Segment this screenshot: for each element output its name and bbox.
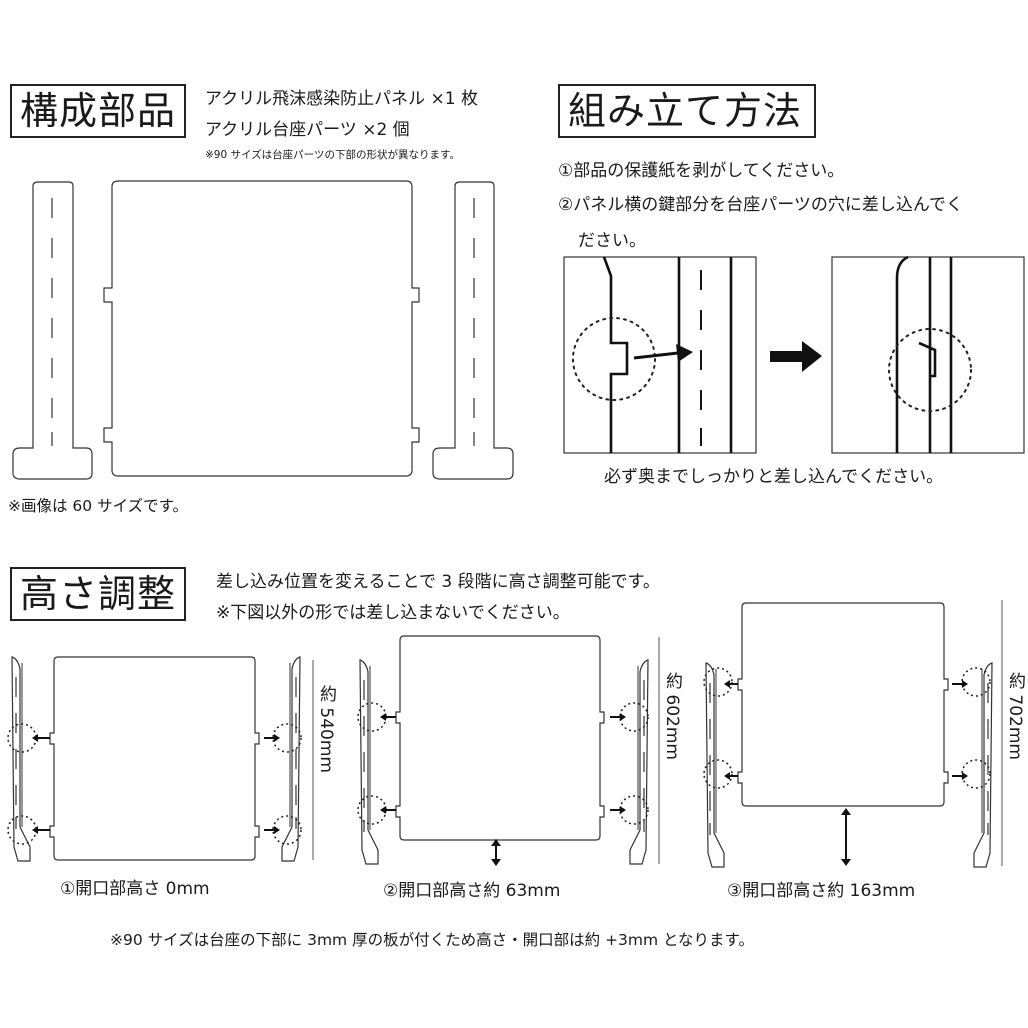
parts-panel: [103, 180, 420, 477]
height-section-title: 高さ調整: [10, 567, 187, 621]
parts-left-base: [12, 181, 93, 480]
config-1-caption: ①開口部高さ 0mm: [60, 879, 210, 899]
parts-section-title: 構成部品: [10, 84, 187, 138]
height-description: 差し込み位置を変えることで 3 段階に高さ調整可能です。: [216, 572, 660, 592]
assembly-after-frame: [831, 256, 1025, 454]
config-3-caption: ③開口部高さ約 163mm: [727, 881, 916, 901]
assembly-step-1: ①部品の保護紙を剥がしてください。: [558, 161, 845, 181]
assembly-step-2: ②パネル横の鍵部分を台座パーツの穴に差し込んでく: [558, 195, 964, 215]
assembly-before-frame: [563, 256, 757, 454]
config-3-dimension: 約 702mm: [1005, 672, 1025, 760]
parts-line-base: アクリル台座パーツ ×2 個: [205, 120, 410, 140]
config-3-drawing: [703, 600, 1003, 868]
parts-line-panel: アクリル飛沫感染防止パネル ×1 枚: [205, 89, 479, 109]
parts-image-note: ※画像は 60 サイズです。: [8, 497, 189, 515]
assembly-caption: 必ず奥までしっかりと差し込んでください。: [604, 467, 944, 487]
parts-right-base: [432, 181, 514, 480]
assembly-section-title: 組み立て方法: [558, 84, 817, 138]
config-1-drawing: [7, 656, 314, 862]
height-footnote: ※90 サイズは台座の下部に 3mm 厚の板が付くため高さ・開口部は約 +3mm…: [110, 931, 754, 949]
assembly-step-2-continued: ださい。: [578, 231, 646, 251]
height-warning: ※下図以外の形では差し込まないでください。: [216, 603, 570, 623]
config-2-caption: ②開口部高さ約 63mm: [383, 881, 561, 901]
config-2-dimension: 約 602mm: [662, 672, 682, 760]
config-2-drawing: [357, 635, 660, 866]
config-1-dimension: 約 540mm: [316, 685, 336, 773]
parts-note-90-size: ※90 サイズは台座パーツの下部の形状が異なります。: [205, 149, 460, 161]
